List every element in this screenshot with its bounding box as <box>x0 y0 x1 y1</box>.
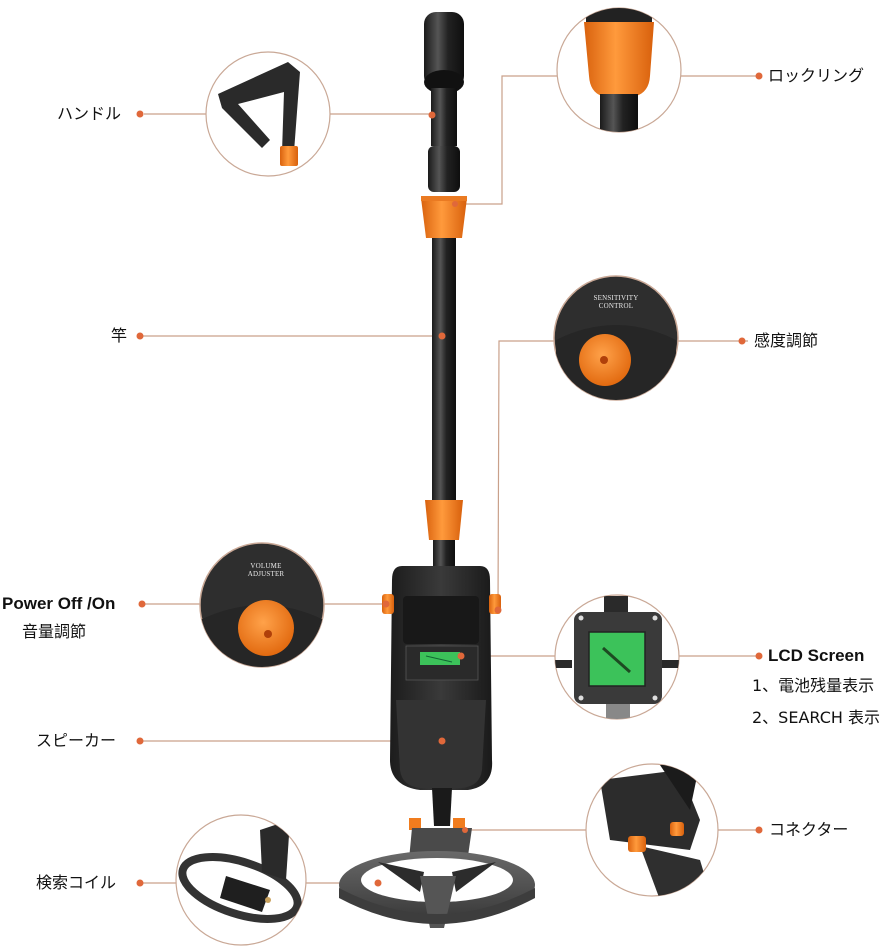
dot-volume-target <box>382 600 390 608</box>
label-rod: 竿 <box>111 326 128 345</box>
dot-lock-ring-label <box>755 72 763 80</box>
label-sensitivity: 感度調節 <box>754 331 819 350</box>
lcd-feature-2: 2、SEARCH 表示 <box>752 708 881 727</box>
dot-sensitivity-target <box>494 606 502 614</box>
dot-speaker-label <box>136 737 144 745</box>
dot-sensitivity-label <box>738 337 746 345</box>
label-lock-ring: ロックリング <box>768 66 865 85</box>
detector-main <box>339 12 535 928</box>
dot-rod-target <box>438 332 446 340</box>
dot-connector-target <box>462 827 468 833</box>
inset-text-line: CONTROL <box>598 302 634 310</box>
inset-text-line: VOLUME <box>250 562 282 570</box>
dot-lcd-label <box>755 652 763 660</box>
inset-lock-ring <box>556 7 682 133</box>
inset-text-line: SENSITIVITY <box>593 294 639 302</box>
sensitivity-inset-text: SENSITIVITY CONTROL <box>586 294 646 310</box>
lcd-feature-1: 1、電池残量表示 <box>752 676 875 695</box>
inset-text-line: ADJUSTER <box>247 570 285 578</box>
dot-lock-ring-target <box>452 201 458 207</box>
label-volume: 音量調節 <box>22 622 87 641</box>
callout-dots <box>136 72 763 887</box>
dot-connector-label <box>755 826 763 834</box>
leader-sensitivity <box>497 340 554 609</box>
volume-inset-text: VOLUME ADJUSTER <box>236 562 296 578</box>
inset-lcd <box>554 594 680 720</box>
inset-sensitivity <box>553 275 679 401</box>
dot-coil-label <box>136 879 144 887</box>
dot-speaker-target <box>438 737 446 745</box>
dot-coil-target <box>374 879 382 887</box>
label-power: Power Off /On <box>2 594 116 613</box>
dot-lcd-target <box>457 652 465 660</box>
label-handle: ハンドル <box>57 104 122 123</box>
inset-coil <box>175 814 307 946</box>
inset-handle <box>205 51 331 177</box>
leader-lock-ring <box>455 75 557 205</box>
dot-volume-label <box>138 600 146 608</box>
dot-handle-label <box>136 110 144 118</box>
leader-lines <box>140 75 760 884</box>
inset-connector <box>585 763 719 897</box>
label-speaker: スピーカー <box>36 731 117 750</box>
inset-volume <box>199 542 325 668</box>
dot-rod-label <box>136 332 144 340</box>
label-lcd: LCD Screen <box>768 646 865 665</box>
label-connector: コネクター <box>769 820 849 839</box>
label-search-coil: 検索コイル <box>36 873 117 892</box>
dot-handle-target <box>428 111 436 119</box>
